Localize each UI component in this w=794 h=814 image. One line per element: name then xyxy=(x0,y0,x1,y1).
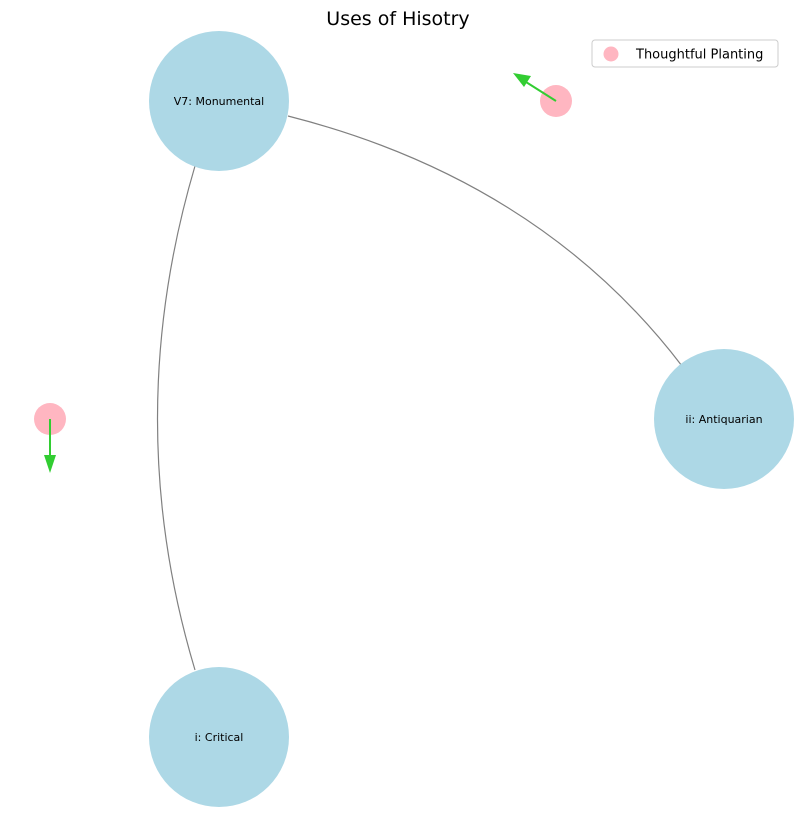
marker-top xyxy=(513,73,572,117)
node-monumental: V7: Monumental xyxy=(149,31,289,171)
marker-left xyxy=(34,403,66,473)
edge-monumental-antiquarian xyxy=(287,115,683,367)
node-label-monumental: V7: Monumental xyxy=(174,95,264,108)
edge-monumental-critical xyxy=(156,165,196,671)
arrow-up-left-icon xyxy=(525,81,557,102)
node-label-antiquarian: ii: Antiquarian xyxy=(685,413,762,426)
legend-entry-label: Thoughtful Planting xyxy=(635,48,763,63)
diagram-title: Uses of Hisotry xyxy=(326,8,469,30)
legend: Thoughtful Planting xyxy=(591,39,779,68)
legend-box xyxy=(591,39,779,68)
node-critical: i: Critical xyxy=(149,667,289,807)
node-label-critical: i: Critical xyxy=(195,731,244,744)
node-antiquarian: ii: Antiquarian xyxy=(654,349,794,489)
legend-marker-pink-circle xyxy=(603,46,619,62)
arrowhead-up-left-icon xyxy=(513,73,531,87)
arrowhead-down-icon xyxy=(44,455,56,473)
